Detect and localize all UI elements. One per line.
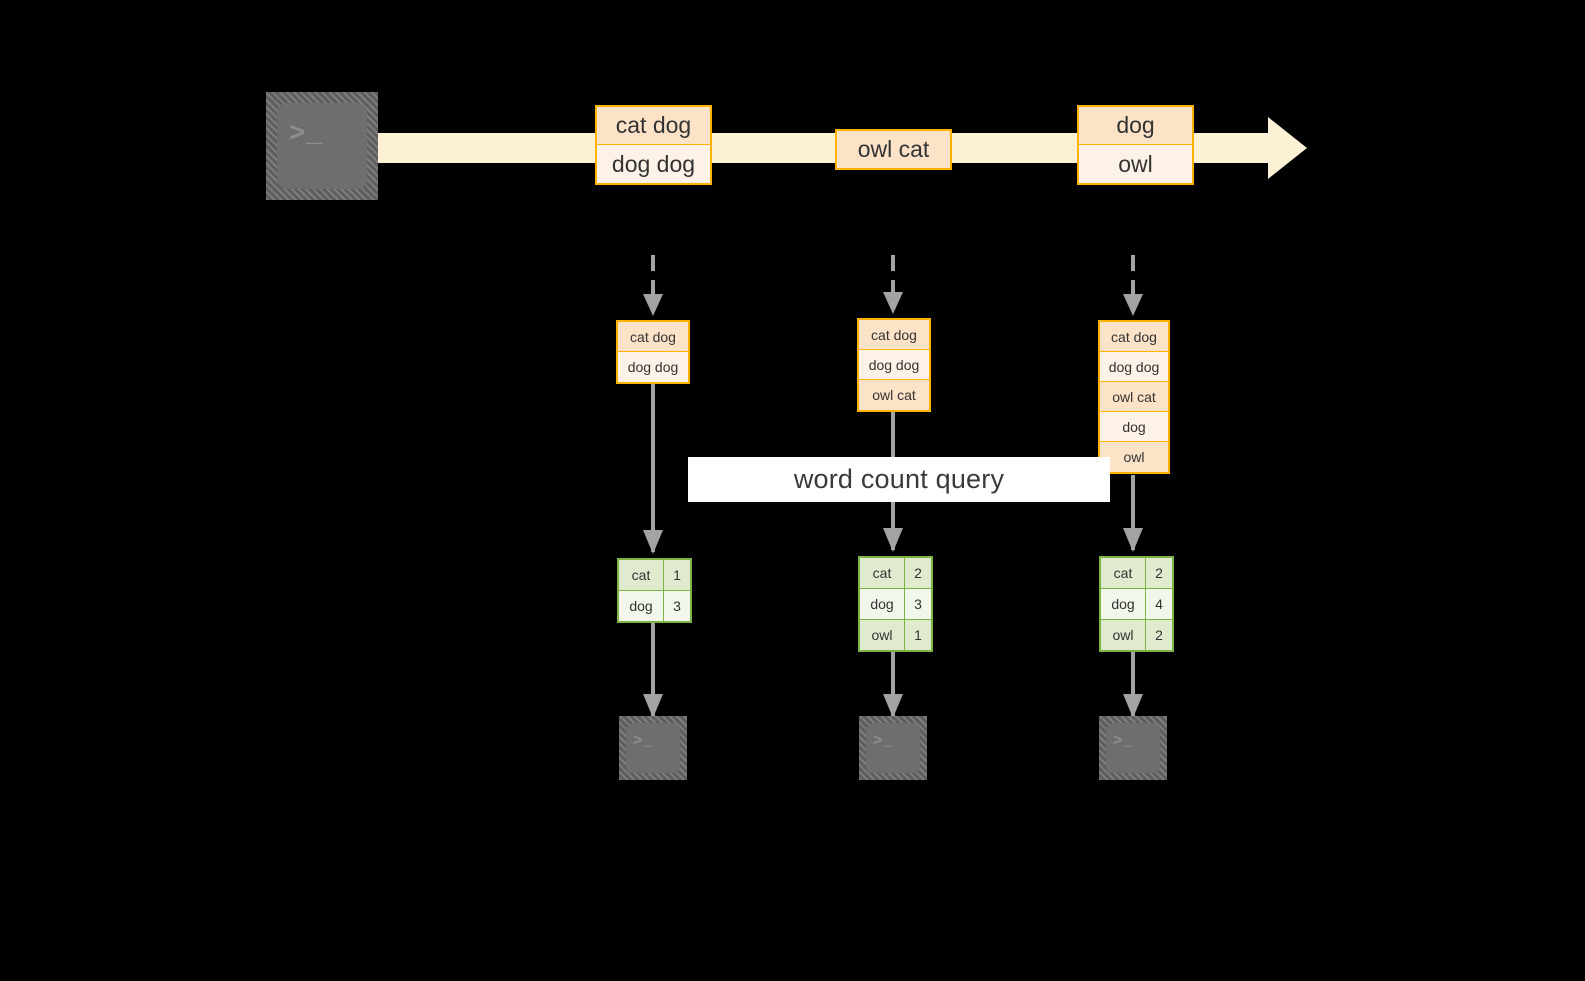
terminal-screen — [626, 723, 680, 773]
terminal-prompt-icon: >_ — [289, 120, 324, 150]
word-cell: dog — [860, 589, 905, 619]
snapshot-line: dog — [1100, 412, 1168, 442]
stream-record-group-1[interactable]: cat dog dog dog — [595, 105, 712, 185]
snapshot-line: dog dog — [618, 352, 688, 382]
stream-record-line: cat dog — [597, 107, 710, 145]
snapshot-tap-arrowheads — [643, 292, 1143, 316]
result-table-1[interactable]: cat 1 dog 3 — [617, 558, 692, 623]
terminal-prompt-icon: >_ — [1113, 732, 1134, 750]
count-cell: 2 — [905, 558, 931, 588]
count-cell: 3 — [905, 589, 931, 619]
word-cell: owl — [860, 620, 905, 650]
snapshot-line: owl cat — [1100, 382, 1168, 412]
stream-record-line: owl — [1079, 145, 1192, 183]
stream-record-line: dog — [1079, 107, 1192, 145]
sink-terminal-3[interactable]: >_ — [1099, 716, 1167, 780]
query-banner: word count query — [688, 457, 1110, 502]
word-cell: cat — [619, 560, 664, 590]
terminal-prompt-icon: >_ — [873, 732, 894, 750]
snapshot-stack-3[interactable]: cat dog dog dog owl cat dog owl — [1098, 320, 1170, 474]
stream-record-line: dog dog — [597, 145, 710, 183]
terminal-screen — [277, 103, 367, 189]
query-flow-arrowheads — [643, 528, 1143, 554]
word-cell: cat — [1101, 558, 1146, 588]
snapshot-tap-lines — [651, 255, 1135, 298]
sink-flow-arrowheads — [643, 694, 1143, 718]
snapshot-line: cat dog — [859, 320, 929, 350]
snapshot-line: cat dog — [1100, 322, 1168, 352]
table-row: cat 1 — [619, 560, 690, 591]
count-cell: 2 — [1146, 558, 1172, 588]
word-cell: cat — [860, 558, 905, 588]
query-label: word count query — [793, 464, 1005, 494]
table-row: dog 3 — [860, 589, 931, 620]
table-row: owl 1 — [860, 620, 931, 650]
word-cell: dog — [619, 591, 664, 621]
snapshot-line: dog dog — [859, 350, 929, 380]
table-row: dog 3 — [619, 591, 690, 621]
stream-record-group-2[interactable]: owl cat — [835, 129, 952, 170]
terminal-screen — [866, 723, 920, 773]
word-cell: dog — [1101, 589, 1146, 619]
count-cell: 3 — [664, 591, 690, 621]
snapshot-stack-2[interactable]: cat dog dog dog owl cat — [857, 318, 931, 412]
table-row: owl 2 — [1101, 620, 1172, 650]
stream-record-line: owl cat — [837, 131, 950, 168]
sink-terminal-2[interactable]: >_ — [859, 716, 927, 780]
count-cell: 1 — [905, 620, 931, 650]
result-table-2[interactable]: cat 2 dog 3 owl 1 — [858, 556, 933, 652]
snapshot-line: dog dog — [1100, 352, 1168, 382]
count-cell: 2 — [1146, 620, 1172, 650]
snapshot-line: owl cat — [859, 380, 929, 410]
table-row: dog 4 — [1101, 589, 1172, 620]
sink-terminal-1[interactable]: >_ — [619, 716, 687, 780]
stream-record-group-3[interactable]: dog owl — [1077, 105, 1194, 185]
count-cell: 1 — [664, 560, 690, 590]
result-table-3[interactable]: cat 2 dog 4 owl 2 — [1099, 556, 1174, 652]
table-row: cat 2 — [1101, 558, 1172, 589]
snapshot-line: cat dog — [618, 322, 688, 352]
terminal-prompt-icon: >_ — [633, 732, 654, 750]
source-terminal[interactable]: >_ — [266, 92, 378, 200]
table-row: cat 2 — [860, 558, 931, 589]
word-cell: owl — [1101, 620, 1146, 650]
snapshot-stack-1[interactable]: cat dog dog dog — [616, 320, 690, 384]
snapshot-line: owl — [1100, 442, 1168, 472]
terminal-screen — [1106, 723, 1160, 773]
count-cell: 4 — [1146, 589, 1172, 619]
